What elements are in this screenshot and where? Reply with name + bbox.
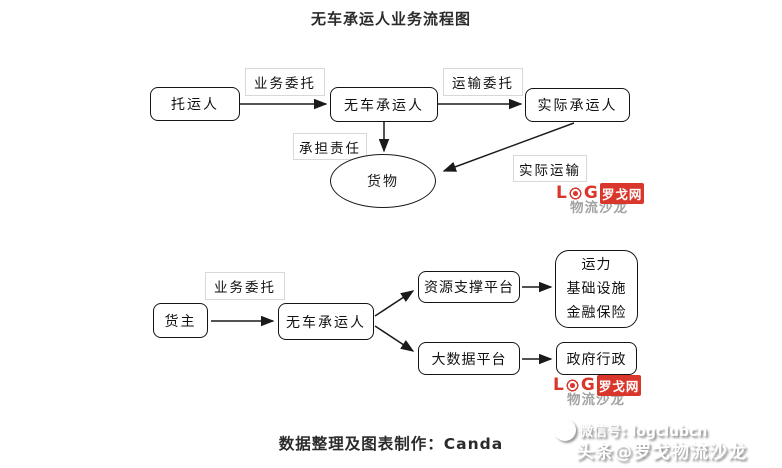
- edge-label-business-delegation-2: 业务委托: [205, 272, 285, 300]
- edge-label-actual-transport: 实际运输: [513, 155, 587, 182]
- capacity-line: 运力: [581, 257, 612, 273]
- node-government: 政府行政: [556, 342, 637, 375]
- edge-label-bear-responsibility: 承担责任: [293, 133, 367, 160]
- credit-text: 数据整理及图表制作：Canda: [278, 435, 504, 453]
- logo-subtext: 物流沙龙: [570, 200, 628, 216]
- logo-subtext: 物流沙龙: [567, 392, 625, 408]
- edge-label-business-delegation-1: 业务委托: [245, 68, 325, 96]
- logo-name-badge: 罗戈网: [596, 375, 642, 396]
- node-capacity-infrastructure-finance: 运力 基础设施 金融保险: [555, 250, 638, 328]
- infrastructure-line: 基础设施: [566, 281, 627, 297]
- logo-letter-l: L: [553, 375, 564, 395]
- toutiao-watermark: 头条@罗戈物流沙龙: [576, 442, 747, 463]
- wechat-watermark: 微信号: logclubcn: [579, 424, 708, 440]
- logo-letter-g: G: [583, 183, 598, 203]
- page-title: 无车承运人业务流程图: [310, 10, 471, 28]
- node-shipper: 托运人: [150, 87, 240, 121]
- edge-label-transport-delegation: 运输委托: [443, 68, 523, 96]
- bullseye-icon: [567, 186, 583, 201]
- node-nvocc-2: 无车承运人: [278, 303, 374, 340]
- node-nvocc-1: 无车承运人: [330, 87, 438, 122]
- node-goods: 货物: [330, 154, 436, 208]
- node-cargo-owner: 货主: [153, 303, 208, 338]
- node-resource-platform: 资源支撑平台: [418, 271, 520, 303]
- logo-name-badge: 罗戈网: [599, 183, 645, 204]
- logo-letter-g: G: [580, 375, 595, 395]
- bullseye-icon: [564, 378, 580, 393]
- node-bigdata-platform: 大数据平台: [418, 342, 520, 375]
- logo-letter-l: L: [556, 183, 567, 203]
- mascot-icon: [554, 419, 576, 441]
- node-actual-carrier: 实际承运人: [525, 88, 630, 122]
- logo-watermark-2: 物流沙龙 L G 罗戈网: [553, 375, 648, 415]
- finance-line: 金融保险: [566, 305, 627, 321]
- logo-watermark-1: 物流沙龙 L G 罗戈网: [556, 183, 651, 223]
